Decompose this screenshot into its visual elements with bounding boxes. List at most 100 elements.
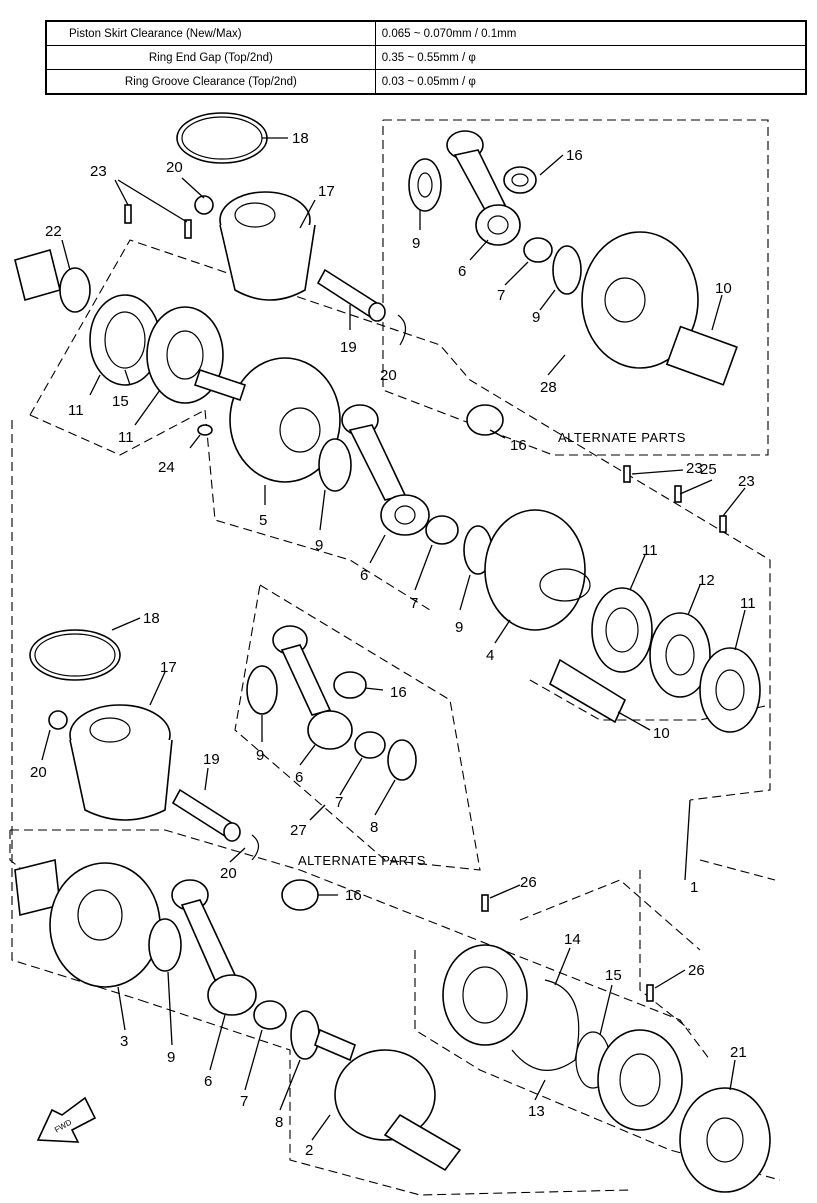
crank-wheel-middle xyxy=(484,509,591,631)
callout-9: 9 xyxy=(167,1049,175,1066)
connecting-rod-alt-middle xyxy=(272,625,353,750)
connecting-rod-alt-top xyxy=(446,130,521,246)
piston-middle xyxy=(69,704,173,821)
callout-6: 6 xyxy=(295,769,303,786)
callout-16: 16 xyxy=(345,887,362,904)
callout-21: 21 xyxy=(730,1044,747,1061)
callout-25: 25 xyxy=(700,461,717,478)
callout-5: 5 xyxy=(259,512,267,529)
dowel-pin xyxy=(184,219,192,239)
thrust-washer-bottom xyxy=(148,918,182,972)
circlip-middle xyxy=(48,710,68,730)
callout-9: 9 xyxy=(412,235,420,252)
callout-12: 12 xyxy=(698,572,715,589)
callout-9: 9 xyxy=(532,309,540,326)
callout-11: 11 xyxy=(118,429,134,446)
callout-2: 2 xyxy=(305,1142,313,1159)
circlip-top-2 xyxy=(397,314,407,346)
callout-26: 26 xyxy=(688,962,705,979)
spec-row-ring-end-gap: Ring End Gap (Top/2nd) 0.35 ~ 0.55mm / φ xyxy=(45,45,807,70)
callout-11: 11 xyxy=(642,542,658,559)
connecting-rod-bottom xyxy=(171,879,257,1016)
callout-20: 20 xyxy=(220,865,237,882)
crankshaft-end-middle xyxy=(548,658,627,724)
callout-20: 20 xyxy=(380,367,397,384)
callout-15: 15 xyxy=(112,393,129,410)
spec-value: 0.03 ~ 0.05mm / φ xyxy=(374,69,807,95)
key xyxy=(197,424,213,436)
callout-26: 26 xyxy=(520,874,537,891)
callout-14: 14 xyxy=(564,931,581,948)
callout-16: 16 xyxy=(390,684,407,701)
spec-value: 0.065 ~ 0.070mm / 0.1mm xyxy=(374,20,807,46)
specification-table: Piston Skirt Clearance (New/Max) 0.065 ~… xyxy=(45,20,807,95)
callout-11: 11 xyxy=(740,595,756,612)
dowel-pin xyxy=(646,984,654,1002)
needle-bearing xyxy=(466,404,504,436)
callout-9: 9 xyxy=(455,619,463,636)
callout-6: 6 xyxy=(458,263,466,280)
needle-bearing-bottom-2 xyxy=(253,1000,287,1030)
callout-16: 16 xyxy=(510,437,527,454)
callout-22: 22 xyxy=(45,223,62,240)
callout-7: 7 xyxy=(335,794,343,811)
thrust-washer-alt-middle xyxy=(246,665,278,715)
callout-19: 19 xyxy=(340,339,357,356)
callout-6: 6 xyxy=(204,1073,212,1090)
callout-23: 23 xyxy=(738,473,755,490)
needle-bearing-alt-top-2 xyxy=(523,237,553,263)
callout-18: 18 xyxy=(292,130,309,147)
callout-10: 10 xyxy=(653,725,670,742)
callout-19: 19 xyxy=(203,751,220,768)
callout-11: 11 xyxy=(68,402,84,419)
fwd-arrow-icon xyxy=(36,1096,97,1143)
dowel-pin xyxy=(481,894,489,912)
callout-7: 7 xyxy=(497,287,505,304)
callout-17: 17 xyxy=(160,659,177,676)
bearings-right-middle xyxy=(591,587,761,733)
bearing-bottom-right xyxy=(442,944,528,1046)
thrust-washer xyxy=(318,438,352,492)
crankshaft-right-end xyxy=(314,1028,462,1172)
callout-20: 20 xyxy=(30,764,47,781)
circlip-middle-2 xyxy=(251,834,260,861)
callout-15: 15 xyxy=(605,967,622,984)
piston-pin-middle xyxy=(171,788,241,842)
circlip-top xyxy=(194,195,214,215)
connecting-rod-middle xyxy=(341,404,430,536)
thrust-washer-alt-top xyxy=(408,158,442,212)
spec-label: Ring Groove Clearance (Top/2nd) xyxy=(45,69,376,95)
alternate-parts-label: ALTERNATE PARTS xyxy=(298,853,426,868)
leader-lines xyxy=(41,137,746,1141)
callout-28: 28 xyxy=(540,379,557,396)
needle-bearing-alt-top xyxy=(503,166,537,194)
spec-row-ring-groove: Ring Groove Clearance (Top/2nd) 0.03 ~ 0… xyxy=(45,69,807,95)
spec-value: 0.35 ~ 0.55mm / φ xyxy=(374,45,807,70)
callout-7: 7 xyxy=(240,1093,248,1110)
callout-1: 1 xyxy=(690,879,698,896)
callout-20: 20 xyxy=(166,159,183,176)
needle-bearing-bottom xyxy=(281,879,319,911)
thrust-washer-alt-middle-2 xyxy=(387,739,417,781)
callout-10: 10 xyxy=(715,280,732,297)
callout-13: 13 xyxy=(528,1103,545,1120)
callout-7: 7 xyxy=(410,595,418,612)
piston-top xyxy=(219,191,316,301)
spec-row-piston-skirt: Piston Skirt Clearance (New/Max) 0.065 ~… xyxy=(45,20,807,46)
crankshaft-left-end xyxy=(14,249,224,404)
callout-23: 23 xyxy=(90,163,107,180)
callout-8: 8 xyxy=(275,1114,283,1131)
callout-8: 8 xyxy=(370,819,378,836)
circlip-ring xyxy=(511,979,580,1071)
callout-numbers: 18 23 20 17 22 19 20 11 15 11 24 5 9 16 … xyxy=(30,130,756,1159)
crank-wheel-alt-top xyxy=(581,231,738,386)
spec-label: Ring End Gap (Top/2nd) xyxy=(45,45,376,70)
piston-pin-top xyxy=(316,268,386,322)
callout-3: 3 xyxy=(120,1033,128,1050)
dowel-pin xyxy=(719,515,727,533)
part-drawings xyxy=(14,112,771,1193)
oil-seal xyxy=(679,1087,771,1193)
callout-17: 17 xyxy=(318,183,335,200)
callout-9: 9 xyxy=(256,747,264,764)
